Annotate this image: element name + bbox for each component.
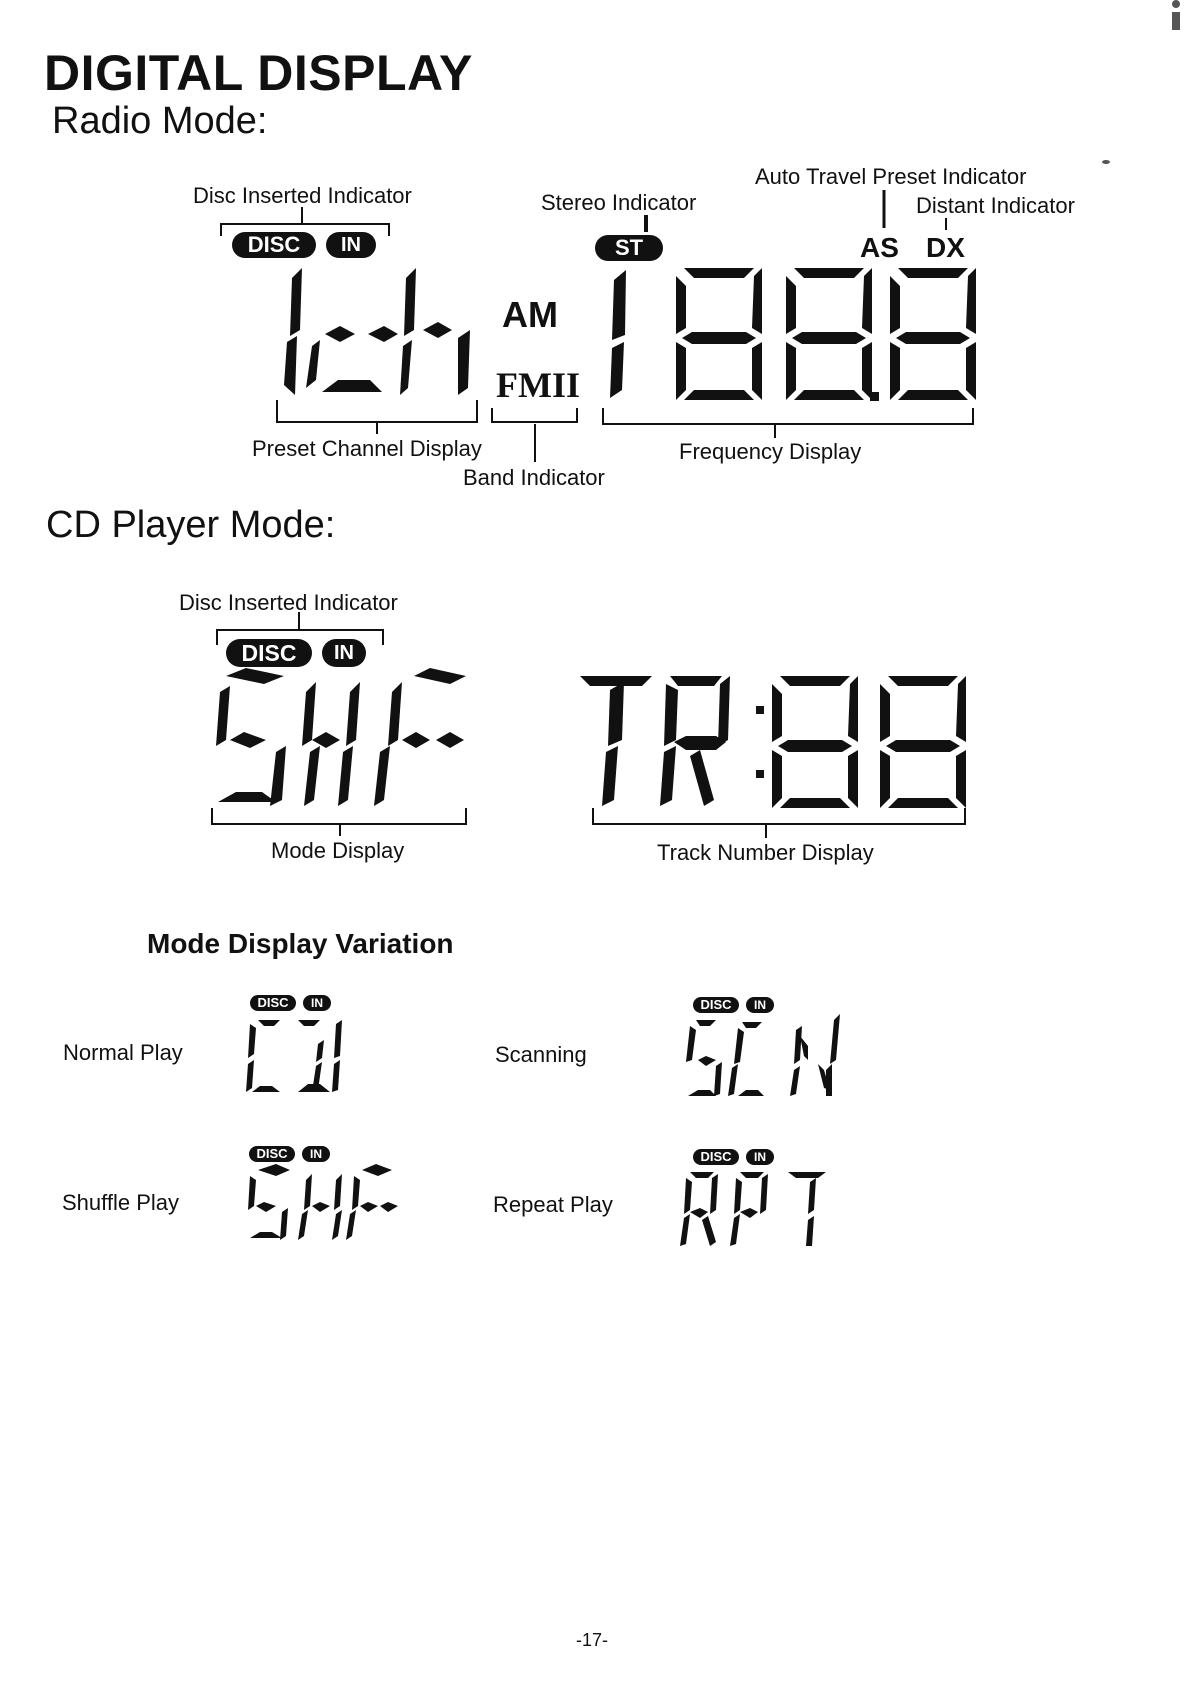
distant-indicator-label: Distant Indicator bbox=[916, 193, 1075, 218]
preset-bracket bbox=[276, 400, 478, 423]
frequency-display-label: Frequency Display bbox=[679, 439, 862, 464]
normal-disc-badge: DISC bbox=[250, 995, 296, 1011]
band-am: AM bbox=[502, 294, 558, 335]
auto-travel-as-indicator: AS bbox=[860, 232, 899, 263]
page-number: -17- bbox=[576, 1630, 609, 1650]
cd-disc-inserted-label: Disc Inserted Indicator bbox=[179, 590, 398, 615]
cd-disc-badge: DISC bbox=[226, 639, 312, 667]
variation-label-normal: Normal Play bbox=[63, 1040, 183, 1065]
frequency-bracket bbox=[602, 408, 974, 425]
mode-variation-heading: Mode Display Variation bbox=[147, 928, 454, 959]
preset-channel-label: Preset Channel Display bbox=[252, 436, 482, 461]
frequency-segments bbox=[610, 268, 976, 401]
repeat-disc-badge: DISC bbox=[693, 1149, 739, 1165]
cd-in-badge: IN bbox=[322, 639, 366, 667]
stereo-badge: ST bbox=[595, 235, 663, 261]
scan-mark bbox=[1172, 12, 1180, 30]
cd-disc-bracket bbox=[216, 629, 384, 645]
track-bracket bbox=[592, 808, 966, 825]
auto-travel-preset-label: Auto Travel Preset Indicator bbox=[755, 164, 1027, 189]
variation-label-shuffle: Shuffle Play bbox=[62, 1190, 180, 1215]
scan-disc-badge: DISC bbox=[693, 997, 739, 1013]
mode-bracket bbox=[211, 808, 467, 825]
shuffle-in-badge: IN bbox=[302, 1146, 330, 1162]
band-indicator-label: Band Indicator bbox=[463, 465, 605, 490]
track-segments bbox=[580, 676, 966, 808]
cd-mode-segments bbox=[216, 668, 466, 806]
preset-channel-segments bbox=[284, 268, 470, 395]
scan-mark bbox=[1102, 160, 1110, 164]
band-fm: FMII bbox=[496, 365, 580, 405]
distant-dx-indicator: DX bbox=[926, 232, 965, 263]
normal-play-segments bbox=[246, 1020, 342, 1092]
track-number-display-label: Track Number Display bbox=[657, 840, 874, 865]
scanning-segments bbox=[686, 1014, 840, 1096]
repeat-in-badge: IN bbox=[746, 1149, 774, 1165]
radio-disc-badge: DISC bbox=[232, 232, 316, 258]
mode-display-label: Mode Display bbox=[271, 838, 405, 863]
scan-in-badge: IN bbox=[746, 997, 774, 1013]
cd-mode-heading: CD Player Mode: bbox=[46, 504, 336, 546]
radio-in-badge: IN bbox=[326, 232, 376, 258]
shuffle-disc-badge: DISC bbox=[249, 1146, 295, 1162]
stereo-indicator-label: Stereo Indicator bbox=[541, 190, 697, 215]
repeat-play-segments bbox=[680, 1172, 826, 1246]
page-title: DIGITAL DISPLAY bbox=[44, 45, 473, 101]
shuffle-play-segments bbox=[248, 1164, 398, 1240]
radio-disc-inserted-label: Disc Inserted Indicator bbox=[193, 183, 412, 208]
variation-label-repeat: Repeat Play bbox=[493, 1192, 613, 1217]
band-bracket bbox=[491, 408, 578, 423]
normal-in-badge: IN bbox=[303, 995, 331, 1011]
variation-label-scanning: Scanning bbox=[495, 1042, 587, 1067]
radio-mode-heading: Radio Mode: bbox=[52, 100, 268, 142]
scan-mark bbox=[1172, 0, 1180, 8]
radio-disc-bracket bbox=[220, 223, 390, 236]
